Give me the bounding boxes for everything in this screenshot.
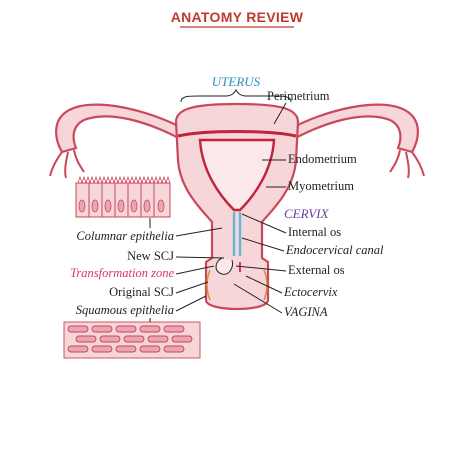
- uterus-label: UTERUS: [212, 74, 261, 89]
- endocervical-canal-label: Endocervical canal: [285, 243, 384, 257]
- perimetrium-label: Perimetrium: [267, 89, 330, 103]
- transformation-zone-label: Transformation zone: [70, 266, 174, 280]
- ectocervix-label: Ectocervix: [283, 285, 338, 299]
- fallopian-tubes: [49, 103, 425, 179]
- endometrium-label: Endometrium: [288, 152, 357, 166]
- page-title: ANATOMY REVIEW: [171, 9, 304, 25]
- vagina-label: VAGINA: [284, 305, 328, 319]
- myometrium-label: Myometrium: [288, 179, 354, 193]
- columnar-epithelia-cells: [75, 175, 171, 218]
- squamous-epithelia-label: Squamous epithelia: [76, 303, 174, 317]
- internal-os-label: Internal os: [288, 225, 341, 239]
- squamous-epithelia-cells: [63, 321, 201, 359]
- external-os-shape: [215, 257, 233, 275]
- external-os-label: External os: [288, 263, 345, 277]
- uterus-body: [174, 102, 300, 311]
- original-scj-label: Original SCJ: [109, 285, 174, 299]
- columnar-epithelia-label: Columnar epithelia: [76, 229, 174, 243]
- uterus-brace: [180, 88, 292, 103]
- perimetrium-band: [177, 130, 297, 138]
- cervix-label: CERVIX: [284, 206, 330, 221]
- new-scj-label: New SCJ: [127, 249, 174, 263]
